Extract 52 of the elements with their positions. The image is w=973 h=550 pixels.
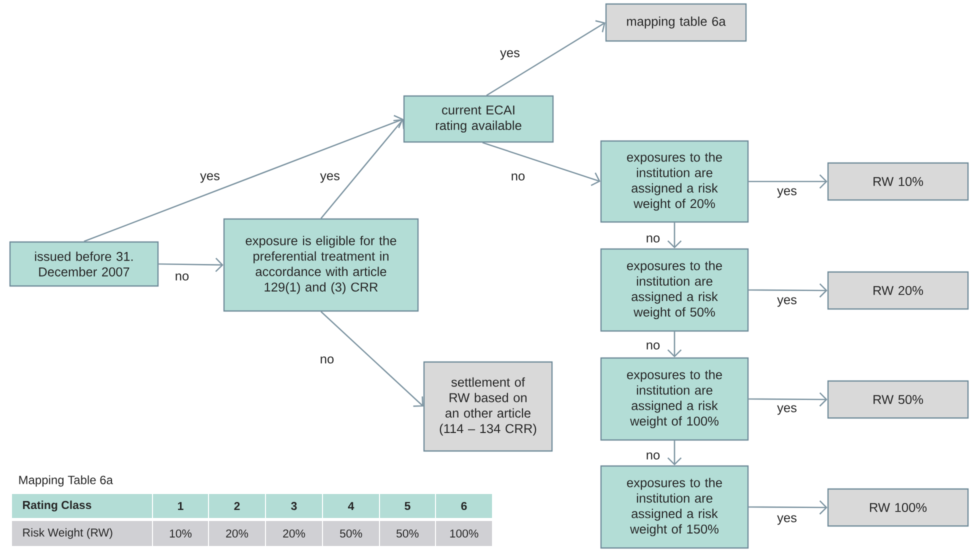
process-box: exposures to the institution are assigned a risk weight of 100% bbox=[600, 357, 749, 441]
result-box: RW 10% bbox=[827, 162, 969, 201]
edge-label: yes bbox=[776, 514, 798, 526]
table-cell: 1 bbox=[153, 494, 208, 518]
arrow bbox=[667, 440, 682, 466]
arrow bbox=[320, 311, 424, 407]
process-box: exposures to the institution are assigned a risk weight of 50% bbox=[600, 248, 749, 332]
edge-label: yes bbox=[776, 404, 798, 416]
arrow bbox=[320, 119, 404, 219]
edge-label: yes bbox=[498, 48, 522, 62]
table-cell: 10% bbox=[153, 521, 208, 546]
edge-label: no bbox=[510, 172, 526, 182]
table-title: Mapping Table 6a bbox=[19, 475, 113, 487]
table-cell: 4 bbox=[323, 494, 379, 518]
edge-label: yes bbox=[198, 172, 222, 184]
table-cell: 20% bbox=[209, 521, 265, 546]
edge-label: no bbox=[318, 355, 336, 365]
arrow bbox=[748, 174, 828, 189]
table-cell: 6 bbox=[436, 494, 492, 518]
process-box: current ECAI rating available bbox=[403, 95, 554, 143]
arrow bbox=[748, 392, 828, 407]
arrow bbox=[667, 222, 682, 248]
table-cell: 2 bbox=[209, 494, 265, 518]
edge-label: no bbox=[174, 272, 190, 282]
edge-label: no bbox=[644, 234, 662, 244]
result-box: mapping table 6a bbox=[605, 3, 747, 42]
process-box: exposure is eligible for the preferential treatment in accordance with article 129(1) and (3) CRR bbox=[223, 218, 419, 312]
table-cell: 5 bbox=[380, 494, 435, 518]
result-box: settlement of RW based on an other article (114 – 134 CRR) bbox=[423, 361, 553, 452]
arrow bbox=[748, 500, 828, 515]
arrow bbox=[84, 114, 404, 242]
arrow bbox=[158, 258, 224, 272]
process-box: exposures to the institution are assigned a risk weight of 20% bbox=[600, 140, 749, 223]
process-box: exposures to the institution are assigned a risk weight of 150% bbox=[600, 465, 749, 549]
edge-label: no bbox=[644, 341, 662, 351]
arrow bbox=[482, 142, 600, 186]
result-box: RW 50% bbox=[827, 380, 969, 419]
table-cell: 3 bbox=[266, 494, 322, 518]
arrow bbox=[667, 332, 682, 358]
edge-label: yes bbox=[776, 186, 798, 200]
edge-label: yes bbox=[318, 172, 342, 184]
arrow bbox=[748, 283, 828, 298]
result-box: RW 100% bbox=[827, 488, 969, 527]
table-cell: 50% bbox=[323, 521, 379, 546]
arrow bbox=[486, 20, 606, 96]
table-cell: 20% bbox=[266, 521, 322, 546]
table-cell: 50% bbox=[380, 521, 435, 546]
result-box: RW 20% bbox=[827, 271, 969, 310]
edge-label: yes bbox=[776, 296, 798, 308]
edge-label: no bbox=[644, 451, 662, 461]
table-cell: 100% bbox=[436, 521, 492, 546]
process-box: issued before 31. December 2007 bbox=[9, 241, 159, 287]
